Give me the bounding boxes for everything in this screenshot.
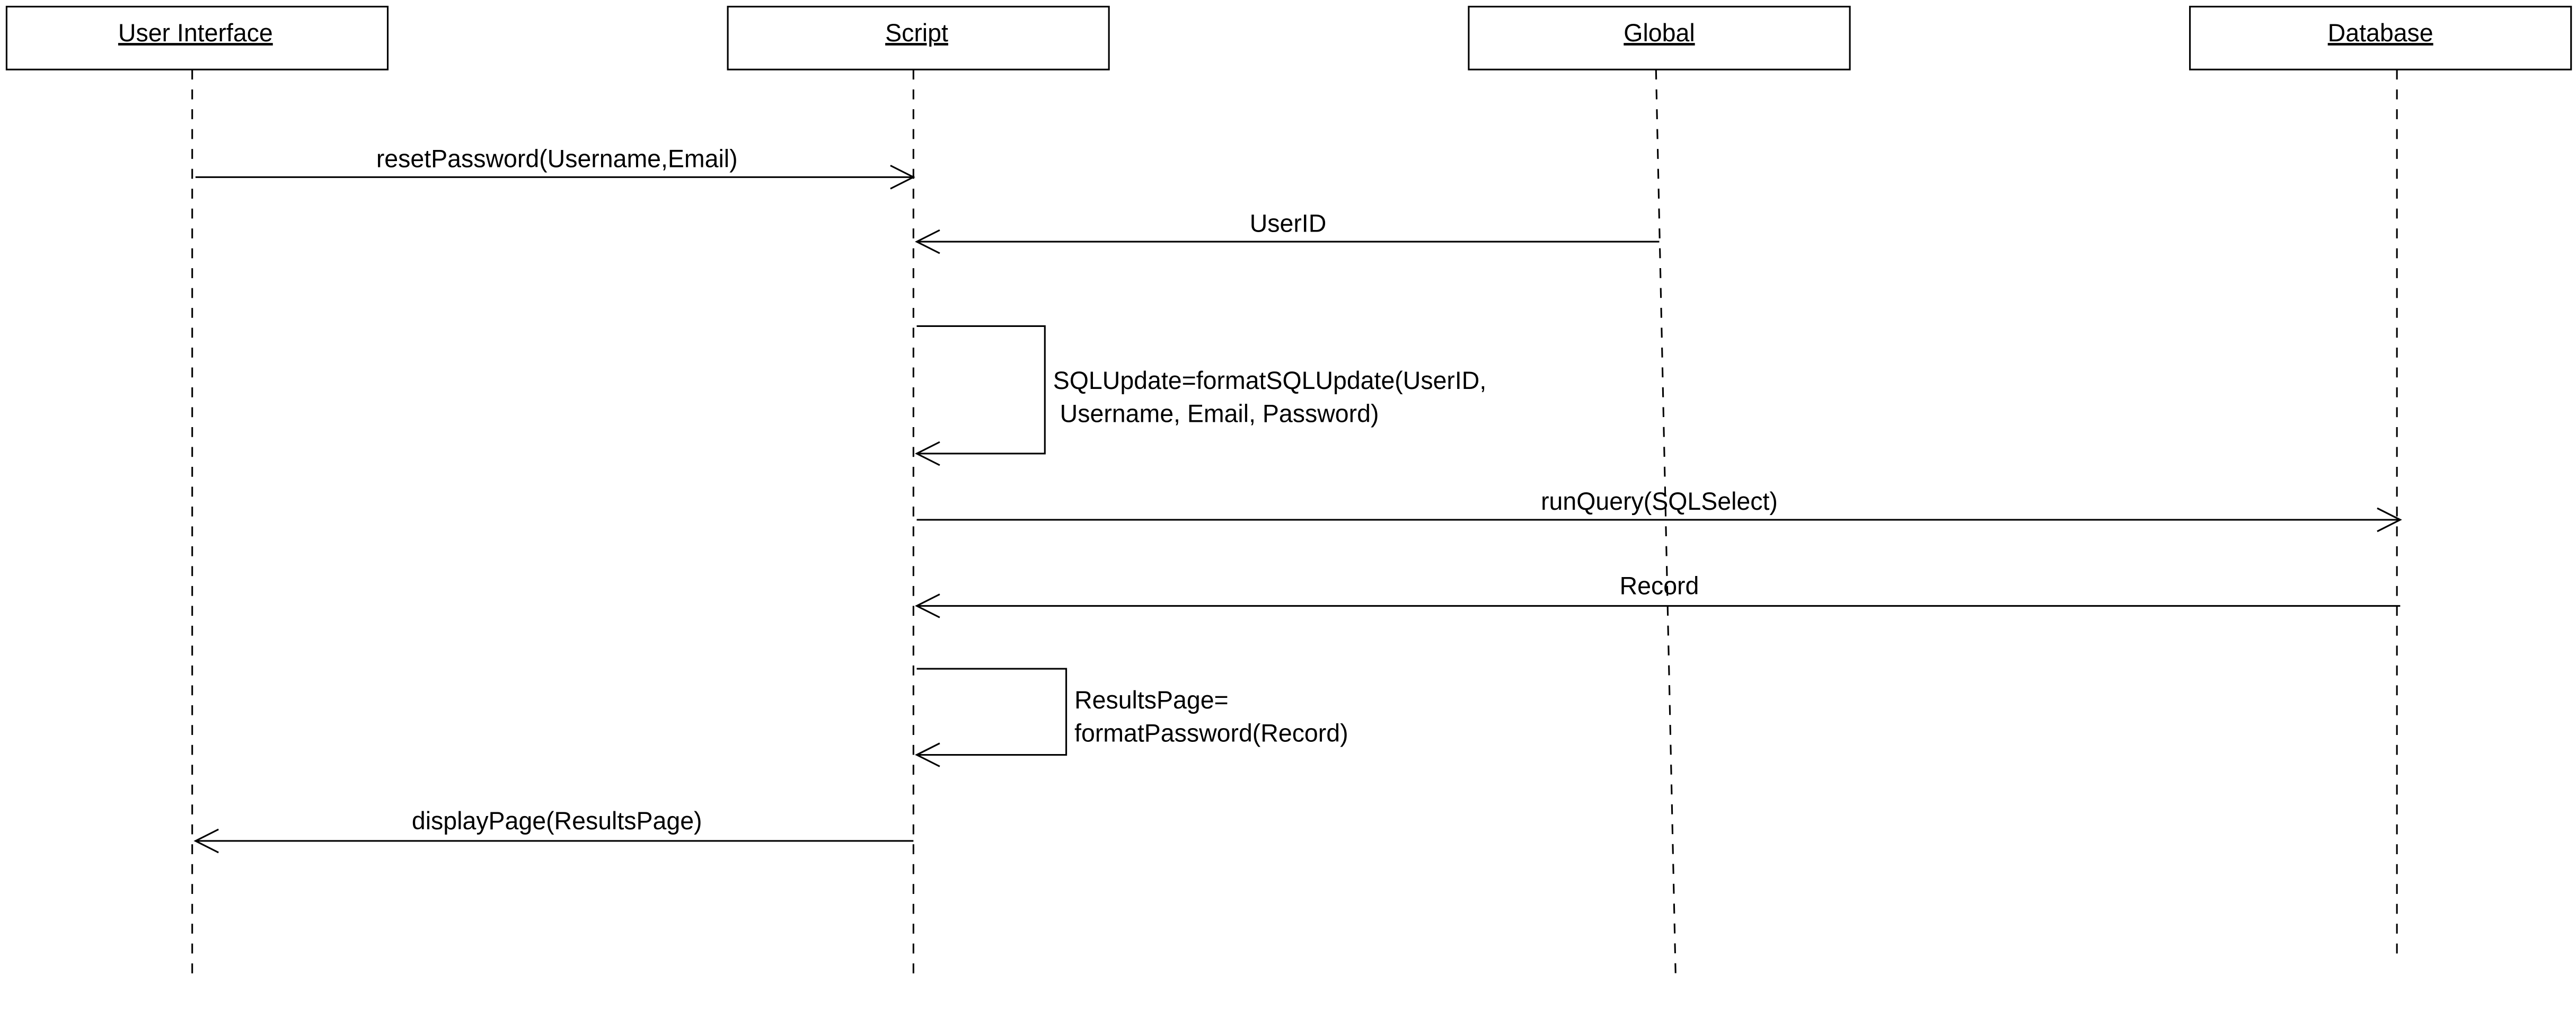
message-label: Record [1620,572,1699,599]
message-reset-password[interactable]: resetPassword(Username,Email) [195,145,915,190]
message-label: ResultsPage= formatPassword(Record) [1074,686,1348,747]
lifeline-dashed-line [1655,69,1677,980]
arrowhead-icon [915,229,940,254]
message-self-results-page[interactable]: ResultsPage= formatPassword(Record) [915,668,1348,767]
message-display-page[interactable]: displayPage(ResultsPage) [193,807,914,854]
lifeline-header-label: Script [885,19,948,47]
message-label-line: Username, Email, Password) [1053,400,1379,427]
arrowhead-icon [915,593,940,618]
arrowhead-icon [193,828,219,854]
lifeline-global: Global [1468,5,1851,980]
message-label-line: ResultsPage= [1074,686,1229,714]
message-label: runQuery(SQLSelect) [1541,488,1778,515]
arrowhead-icon [890,165,915,190]
message-label-line: SQLUpdate=formatSQLUpdate(UserID, [1053,367,1487,394]
message-record[interactable]: Record [915,572,2401,618]
lifeline-header-box[interactable] [5,5,389,70]
lifeline-user-interface: User Interface [5,5,389,980]
arrowhead-icon [2377,507,2402,533]
message-label: UserID [1250,209,1327,237]
message-userid[interactable]: UserID [915,209,1660,254]
lifeline-script: Script [727,5,1110,980]
arrowhead-icon [915,441,940,466]
message-self-sql-update[interactable]: SQLUpdate=formatSQLUpdate(UserID, Userna… [915,325,1494,466]
message-label: SQLUpdate=formatSQLUpdate(UserID, Userna… [1053,367,1493,428]
lifeline-database: Database [2189,5,2572,957]
lifeline-header-box[interactable] [727,5,1110,70]
lifeline-header-label: Global [1624,19,1695,47]
message-run-query[interactable]: runQuery(SQLSelect) [916,488,2402,533]
lifeline-header-box[interactable] [2189,5,2572,70]
self-call-line [916,325,1046,455]
lifeline-header-label: User Interface [118,19,273,47]
message-label-line: formatPassword(Record) [1074,719,1348,747]
self-call-line [916,668,1068,756]
lifeline-header-box[interactable] [1468,5,1851,70]
message-label: displayPage(ResultsPage) [412,807,702,835]
message-label: resetPassword(Username,Email) [376,145,738,172]
arrowhead-icon [915,742,940,767]
lifeline-header-label: Database [2328,19,2433,47]
